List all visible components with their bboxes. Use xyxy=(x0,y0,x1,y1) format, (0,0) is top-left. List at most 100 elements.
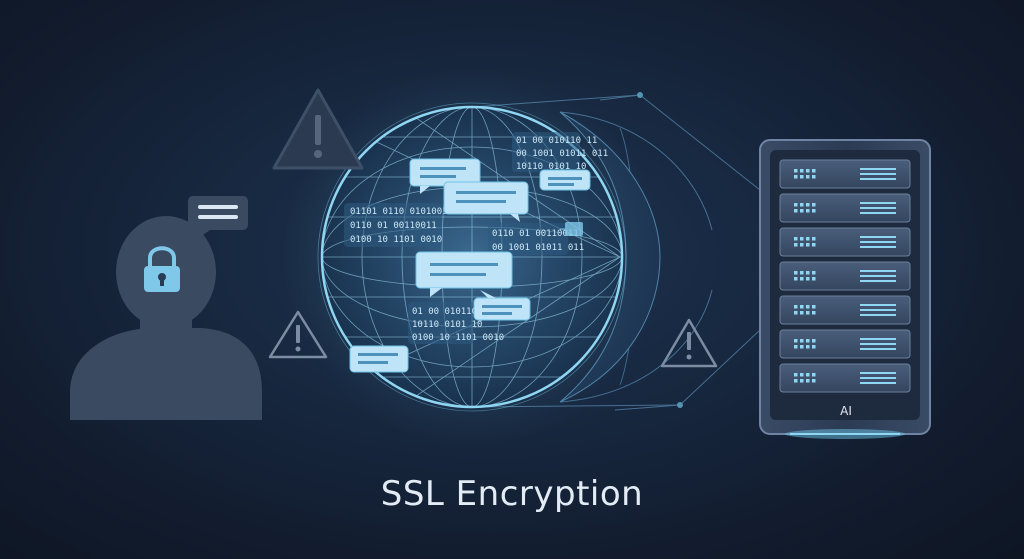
status-led xyxy=(800,305,804,309)
binary-line: 0110 01 00110011 xyxy=(492,229,579,239)
chat-bubble-icon xyxy=(409,158,481,194)
status-led xyxy=(812,271,816,275)
status-led xyxy=(812,305,816,309)
message-bubbles xyxy=(349,158,591,373)
chat-bubble-icon xyxy=(473,290,531,321)
status-led xyxy=(806,243,810,247)
status-led xyxy=(806,277,810,281)
vent-line xyxy=(860,280,896,282)
chat-bubble-icon xyxy=(349,345,409,373)
server-units xyxy=(779,159,911,393)
vent-line xyxy=(860,377,896,379)
status-led xyxy=(806,305,810,309)
server-rack-icon xyxy=(759,139,931,439)
vent-line xyxy=(860,212,896,214)
status-led xyxy=(806,379,810,383)
vent-line xyxy=(860,202,896,204)
binary-data-blocks: 01101 0110 0101001 0110 01 00110011 0100… xyxy=(344,132,608,344)
status-led xyxy=(800,373,804,377)
status-led xyxy=(794,209,798,213)
binary-block: 01 00 010110 11 00 1001 01011 011 10110 … xyxy=(512,132,608,172)
speech-bubble-icon xyxy=(188,196,248,240)
status-led xyxy=(806,311,810,315)
status-led xyxy=(800,243,804,247)
status-led xyxy=(812,373,816,377)
binary-line: 01101 0110 0101001 xyxy=(350,207,448,217)
binary-line: 0100 10 1101 0010 xyxy=(412,333,504,343)
status-led xyxy=(794,271,798,275)
vent-line xyxy=(860,241,896,243)
status-led xyxy=(794,243,798,247)
chat-bubble-icon xyxy=(443,181,529,222)
user-silhouette-icon xyxy=(70,216,262,420)
status-led xyxy=(812,311,816,315)
binary-block: 0110 01 00110011 00 1001 01011 011 xyxy=(488,223,584,255)
warning-triangle-icon xyxy=(272,88,364,170)
binary-line: 0110 01 00110011 xyxy=(350,221,437,231)
status-led xyxy=(806,203,810,207)
page-title: SSL Encryption xyxy=(380,474,644,514)
status-led xyxy=(800,209,804,213)
warning-triangle-icon xyxy=(660,318,718,368)
status-led xyxy=(800,271,804,275)
binary-line: 00 1001 01011 011 xyxy=(516,149,608,159)
server-unit xyxy=(779,261,911,291)
vent-line xyxy=(860,348,896,350)
vent-line xyxy=(860,338,896,340)
status-led xyxy=(800,203,804,207)
status-led xyxy=(812,339,816,343)
binary-line: 10110 0101 10 xyxy=(412,320,482,330)
status-led xyxy=(794,305,798,309)
server-unit xyxy=(779,363,911,393)
vent-line xyxy=(860,178,896,180)
status-led xyxy=(806,237,810,241)
server-unit xyxy=(779,295,911,325)
status-led xyxy=(806,271,810,275)
status-led xyxy=(812,277,816,281)
vent-line xyxy=(860,309,896,311)
vent-line xyxy=(860,168,896,170)
lock-chip-icon xyxy=(560,222,583,236)
vent-line xyxy=(860,304,896,306)
status-led xyxy=(812,209,816,213)
status-led xyxy=(806,169,810,173)
vent-line xyxy=(860,246,896,248)
status-led xyxy=(800,237,804,241)
status-led xyxy=(806,175,810,179)
warning-triangle-icon xyxy=(268,310,328,359)
binary-line: 01 00 010110 11 xyxy=(516,136,597,146)
status-led xyxy=(794,311,798,315)
status-led xyxy=(806,339,810,343)
server-unit xyxy=(779,159,911,189)
binary-line: 01 00 010110 11 xyxy=(412,307,493,317)
status-led xyxy=(812,243,816,247)
status-led xyxy=(794,169,798,173)
status-led xyxy=(812,169,816,173)
vent-line xyxy=(860,236,896,238)
chat-bubble-icon xyxy=(539,169,591,191)
binary-line: 00 1001 01011 011 xyxy=(492,243,584,253)
status-led xyxy=(800,169,804,173)
vent-line xyxy=(860,382,896,384)
binary-block: 01 00 010110 11 10110 0101 10 0100 10 11… xyxy=(408,302,504,344)
chat-bubble-icon xyxy=(415,251,513,297)
server-unit xyxy=(779,329,911,359)
status-led xyxy=(794,379,798,383)
server-label: AI xyxy=(840,404,852,418)
status-led xyxy=(800,345,804,349)
status-led xyxy=(800,339,804,343)
status-led xyxy=(812,379,816,383)
status-led xyxy=(794,175,798,179)
status-led xyxy=(812,175,816,179)
binary-line: 0100 10 1101 0010 xyxy=(350,235,442,245)
vent-line xyxy=(860,207,896,209)
vent-line xyxy=(860,275,896,277)
status-led xyxy=(806,209,810,213)
status-led xyxy=(794,373,798,377)
status-led xyxy=(794,339,798,343)
status-led xyxy=(794,345,798,349)
vent-line xyxy=(860,270,896,272)
binary-block: 01101 0110 0101001 0110 01 00110011 0100… xyxy=(344,203,448,247)
